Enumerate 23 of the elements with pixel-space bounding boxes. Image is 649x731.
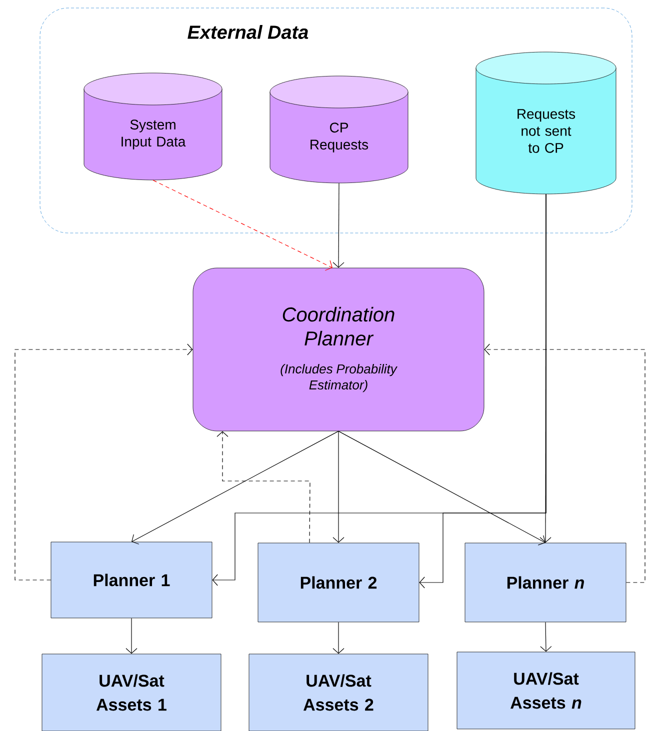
arrow (540, 622, 552, 652)
database-cylinder: System Input Data (84, 72, 222, 180)
arrow (132, 430, 339, 544)
arrow (332, 430, 344, 543)
dashed-arrow (14, 344, 193, 580)
planner-box: Planner n (464, 542, 626, 622)
asset-box: UAV/Sat Assets 1 (42, 654, 222, 731)
planner-box: Planner 2 (258, 542, 420, 622)
group-title: External Data (188, 25, 308, 39)
arrow (338, 430, 546, 546)
arrow (332, 622, 344, 654)
dashed-arrow (152, 180, 332, 271)
planner-box: Planner 1 (50, 542, 212, 618)
database-cylinder: CP Requests (270, 76, 408, 184)
planner-box: Coordination Planner (Includes Probability Estimator) (192, 268, 484, 432)
database-cylinder: Requests not sent to CP (476, 52, 616, 194)
arrow (332, 182, 344, 268)
dashed-arrow (216, 431, 310, 544)
asset-box: UAV/Sat Assets 2 (248, 654, 428, 731)
arrow (540, 194, 552, 543)
arrow (126, 618, 138, 654)
dashed-arrow (484, 344, 646, 583)
asset-box: UAV/Sat Assets n (456, 652, 636, 730)
